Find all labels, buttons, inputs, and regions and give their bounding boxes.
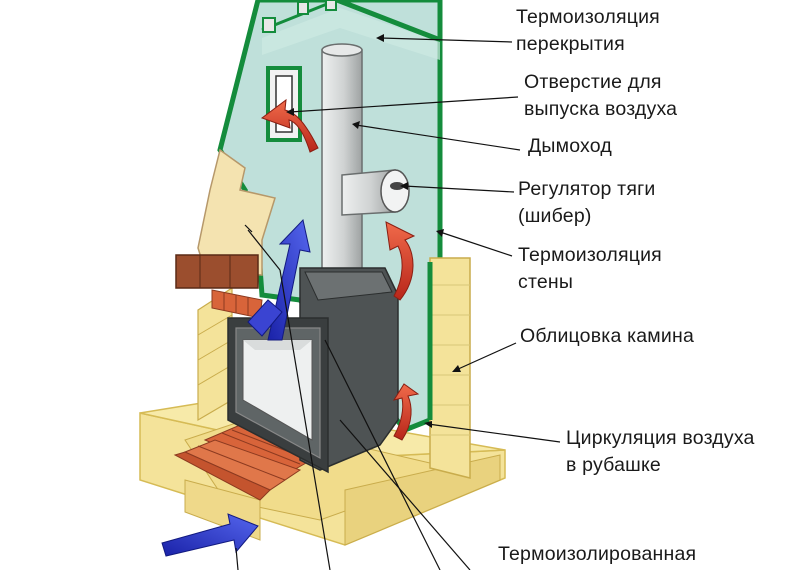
leader-heads [286, 34, 461, 428]
label-fireplace-cladding: Облицовка камина [520, 323, 694, 350]
label-line: перекрытия [516, 33, 625, 55]
top-fittings [262, 0, 337, 33]
firebox [227, 267, 399, 474]
label-line: Термоизоляция [516, 6, 660, 28]
label-draft-regulator: Регулятор тяги (шибер) [518, 176, 655, 230]
label-line: в рубашке [566, 454, 661, 476]
hearth-bricks [173, 424, 322, 501]
draft-damper [341, 169, 410, 216]
cold-air-arrows [161, 218, 311, 557]
label-line: стены [518, 271, 574, 293]
label-chimney: Дымоход [528, 133, 612, 160]
label-line: Регулятор тяги [518, 178, 656, 200]
label-line: Циркуляция воздуха [566, 427, 755, 449]
label-ceiling-insulation: Термоизоляция перекрытия [516, 4, 660, 58]
label-line: Дымоход [528, 135, 612, 157]
chimney-pipe [321, 43, 363, 281]
label-insulated-bottom: Термоизолированная [498, 541, 696, 568]
hot-air-arrows [260, 98, 420, 441]
label-line: (шибер) [518, 205, 592, 227]
label-line: выпуска воздуха [524, 98, 678, 120]
label-line: Термоизолированная [498, 543, 697, 565]
left-brick-column [197, 286, 263, 422]
plaster-section [197, 148, 276, 276]
label-line: Облицовка камина [520, 325, 695, 347]
brick-lintel [175, 254, 259, 289]
right-brick-column [427, 257, 471, 479]
label-wall-insulation: Термоизоляция стены [518, 242, 662, 296]
leader-lines [235, 37, 561, 570]
label-line: Термоизоляция [518, 244, 662, 266]
label-jacket-circulation: Циркуляция воздуха в рубашке [566, 425, 755, 479]
label-line: Отверстие для [524, 71, 662, 93]
label-air-outlet: Отверстие для выпуска воздуха [524, 69, 677, 123]
